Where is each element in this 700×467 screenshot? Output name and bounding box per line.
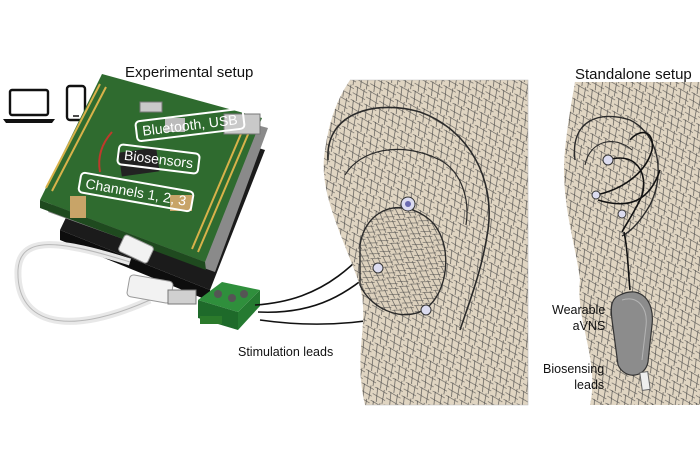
biosensing-line-1: Biosensing	[543, 362, 605, 376]
standalone-leads	[595, 131, 661, 291]
biosensing-line-2: leads	[574, 378, 605, 392]
standalone-setup-title: Standalone setup	[575, 66, 692, 83]
smartphone-icon	[65, 84, 87, 122]
wearable-line-2: aVNS	[572, 319, 606, 333]
usb-cable	[14, 234, 197, 325]
stimulation-leads-label: Stimulation leads	[238, 345, 334, 359]
stimulator-board	[40, 74, 268, 302]
terminal-block	[198, 282, 260, 330]
experimental-setup-title: Experimental setup	[125, 64, 254, 81]
laptop-icon	[3, 88, 55, 123]
wearable-avns-label: Wearable aVNS	[552, 302, 605, 334]
biosensing-leads-label: Biosensing leads	[543, 361, 604, 393]
ear-model	[323, 79, 529, 406]
standalone-electrodes	[591, 154, 627, 219]
wearable-device	[610, 291, 653, 392]
wearable-line-1: Wearable	[552, 303, 606, 317]
